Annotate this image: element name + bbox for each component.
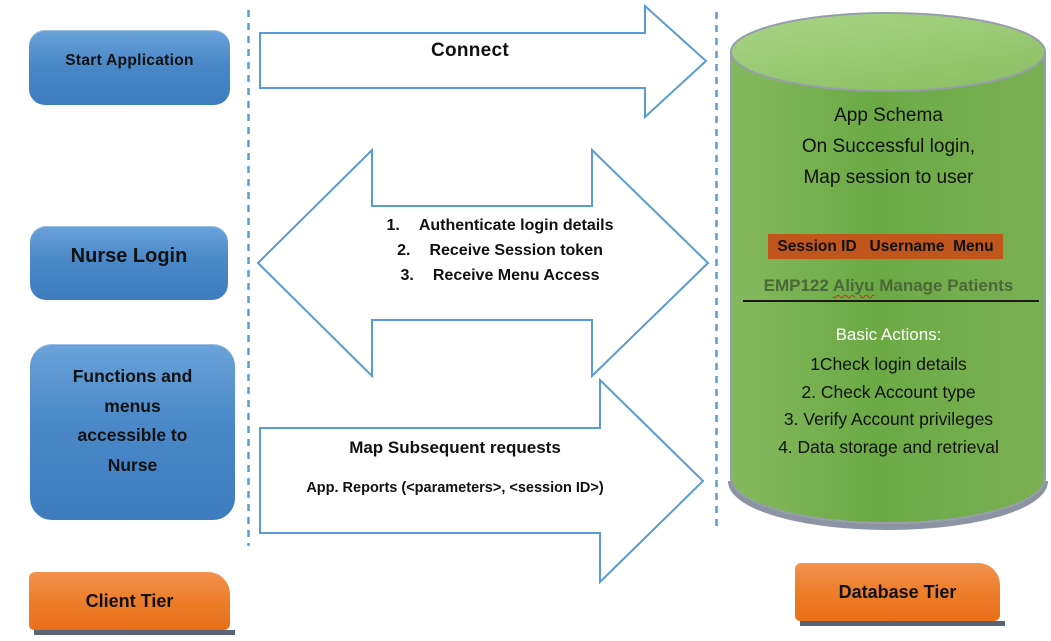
client-tier-shadow xyxy=(34,630,235,635)
db-schema-header: App Schema On Successful login, Map sess… xyxy=(801,105,976,188)
start-application-box: Start Application xyxy=(29,30,230,105)
database-cylinder-body xyxy=(730,51,1046,524)
database-cylinder-top xyxy=(730,12,1046,92)
client-tier-box: Client Tier xyxy=(29,572,230,630)
table-underline xyxy=(743,300,1039,302)
session-step-1: 1. Authenticate login details xyxy=(290,213,710,238)
session-steps-list: 1. Authenticate login details 2. Receive… xyxy=(290,213,710,288)
database-tier-label: Database Tier xyxy=(838,581,957,602)
session-step-1-number: 1. xyxy=(386,217,400,234)
basic-action-3: 3. Verify Account privileges xyxy=(783,409,994,429)
functions-menus-box: Functions and menus accessible to Nurse xyxy=(30,344,235,520)
map-requests-label: Map Subsequent requests xyxy=(349,438,561,457)
session-step-2-number: 2. xyxy=(397,242,411,259)
session-step-1-text: Authenticate login details xyxy=(418,217,614,234)
session-step-3-text: Receive Menu Access xyxy=(432,267,600,284)
start-application-label: Start Application xyxy=(65,51,194,69)
nurse-login-label: Nurse Login xyxy=(70,244,188,267)
session-row-menu: Manage Patients xyxy=(874,276,1014,295)
database-tier-box: Database Tier xyxy=(795,563,1000,621)
session-double-arrow-shape xyxy=(256,147,710,379)
session-row-username: Aliyu xyxy=(832,276,875,295)
basic-actions-list: 1Check login details 2. Check Account ty… xyxy=(731,351,1046,461)
nurse-login-box: Nurse Login xyxy=(30,226,228,300)
connect-arrow-label: Connect xyxy=(430,40,510,61)
cylinder-bottom-shadow xyxy=(728,480,1048,530)
session-row-id: EMP122 xyxy=(763,276,833,295)
requests-arrow-shape xyxy=(259,377,705,585)
basic-action-4: 4. Data storage and retrieval xyxy=(778,436,999,457)
session-step-3: 3. Receive Menu Access xyxy=(290,263,710,288)
basic-actions-title: Basic Actions: xyxy=(835,325,942,344)
basic-action-1: 1Check login details xyxy=(810,354,967,374)
session-step-3-number: 3. xyxy=(400,267,414,284)
session-step-2: 2. Receive Session token xyxy=(290,238,710,263)
basic-action-2: 2. Check Account type xyxy=(801,381,976,402)
client-tier-label: Client Tier xyxy=(85,590,174,611)
functions-menus-label: Functions and menus accessible to Nurse xyxy=(72,366,193,475)
app-reports-label: App. Reports (<parameters>, <session ID>… xyxy=(306,480,604,496)
session-table-row: EMP122 Aliyu Manage Patients xyxy=(731,276,1046,296)
connect-arrow-shape xyxy=(259,3,708,120)
session-table-header: Session ID Username Menu xyxy=(768,234,1003,259)
session-step-2-text: Receive Session token xyxy=(429,242,603,259)
database-tier-shadow xyxy=(800,621,1005,626)
